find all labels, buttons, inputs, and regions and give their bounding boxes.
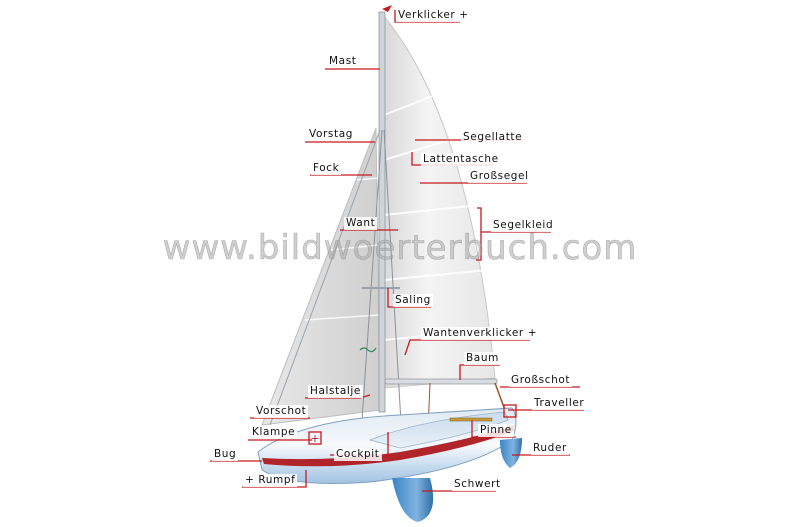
label-schwert: Schwert — [452, 478, 503, 491]
label-grossschot: Großschot — [509, 374, 573, 387]
label-vorschot: Vorschot — [254, 405, 309, 418]
label-cockpit: Cockpit — [334, 448, 382, 461]
label-pinne: Pinne — [478, 424, 514, 437]
label-baum: Baum — [464, 352, 501, 365]
label-grosssegel: Großsegel — [468, 170, 531, 183]
label-bug: Bug — [212, 448, 239, 461]
watermark: www.bildwoerterbuch.com — [162, 228, 638, 269]
label-verklicker[interactable]: Verklicker + — [396, 9, 471, 22]
label-ruder: Ruder — [531, 442, 569, 455]
label-segelkleid: Segelkleid — [491, 219, 556, 232]
label-lattentasche: Lattentasche — [421, 153, 501, 166]
label-want: Want — [344, 217, 378, 230]
label-rumpf[interactable]: + Rumpf — [243, 474, 298, 487]
label-halstalje: Halstalje — [308, 385, 363, 398]
label-fock: Fock — [311, 162, 342, 175]
label-klampe: Klampe — [250, 426, 298, 439]
label-traveller: Traveller — [532, 397, 587, 410]
label-wantenverklicker[interactable]: Wantenverklicker + — [421, 327, 540, 340]
label-saling: Saling — [393, 294, 433, 307]
label-mast: Mast — [327, 55, 359, 68]
label-vorstag: Vorstag — [307, 128, 355, 141]
svg-text:+: + — [310, 432, 319, 445]
label-segellatte: Segellatte — [461, 131, 525, 144]
